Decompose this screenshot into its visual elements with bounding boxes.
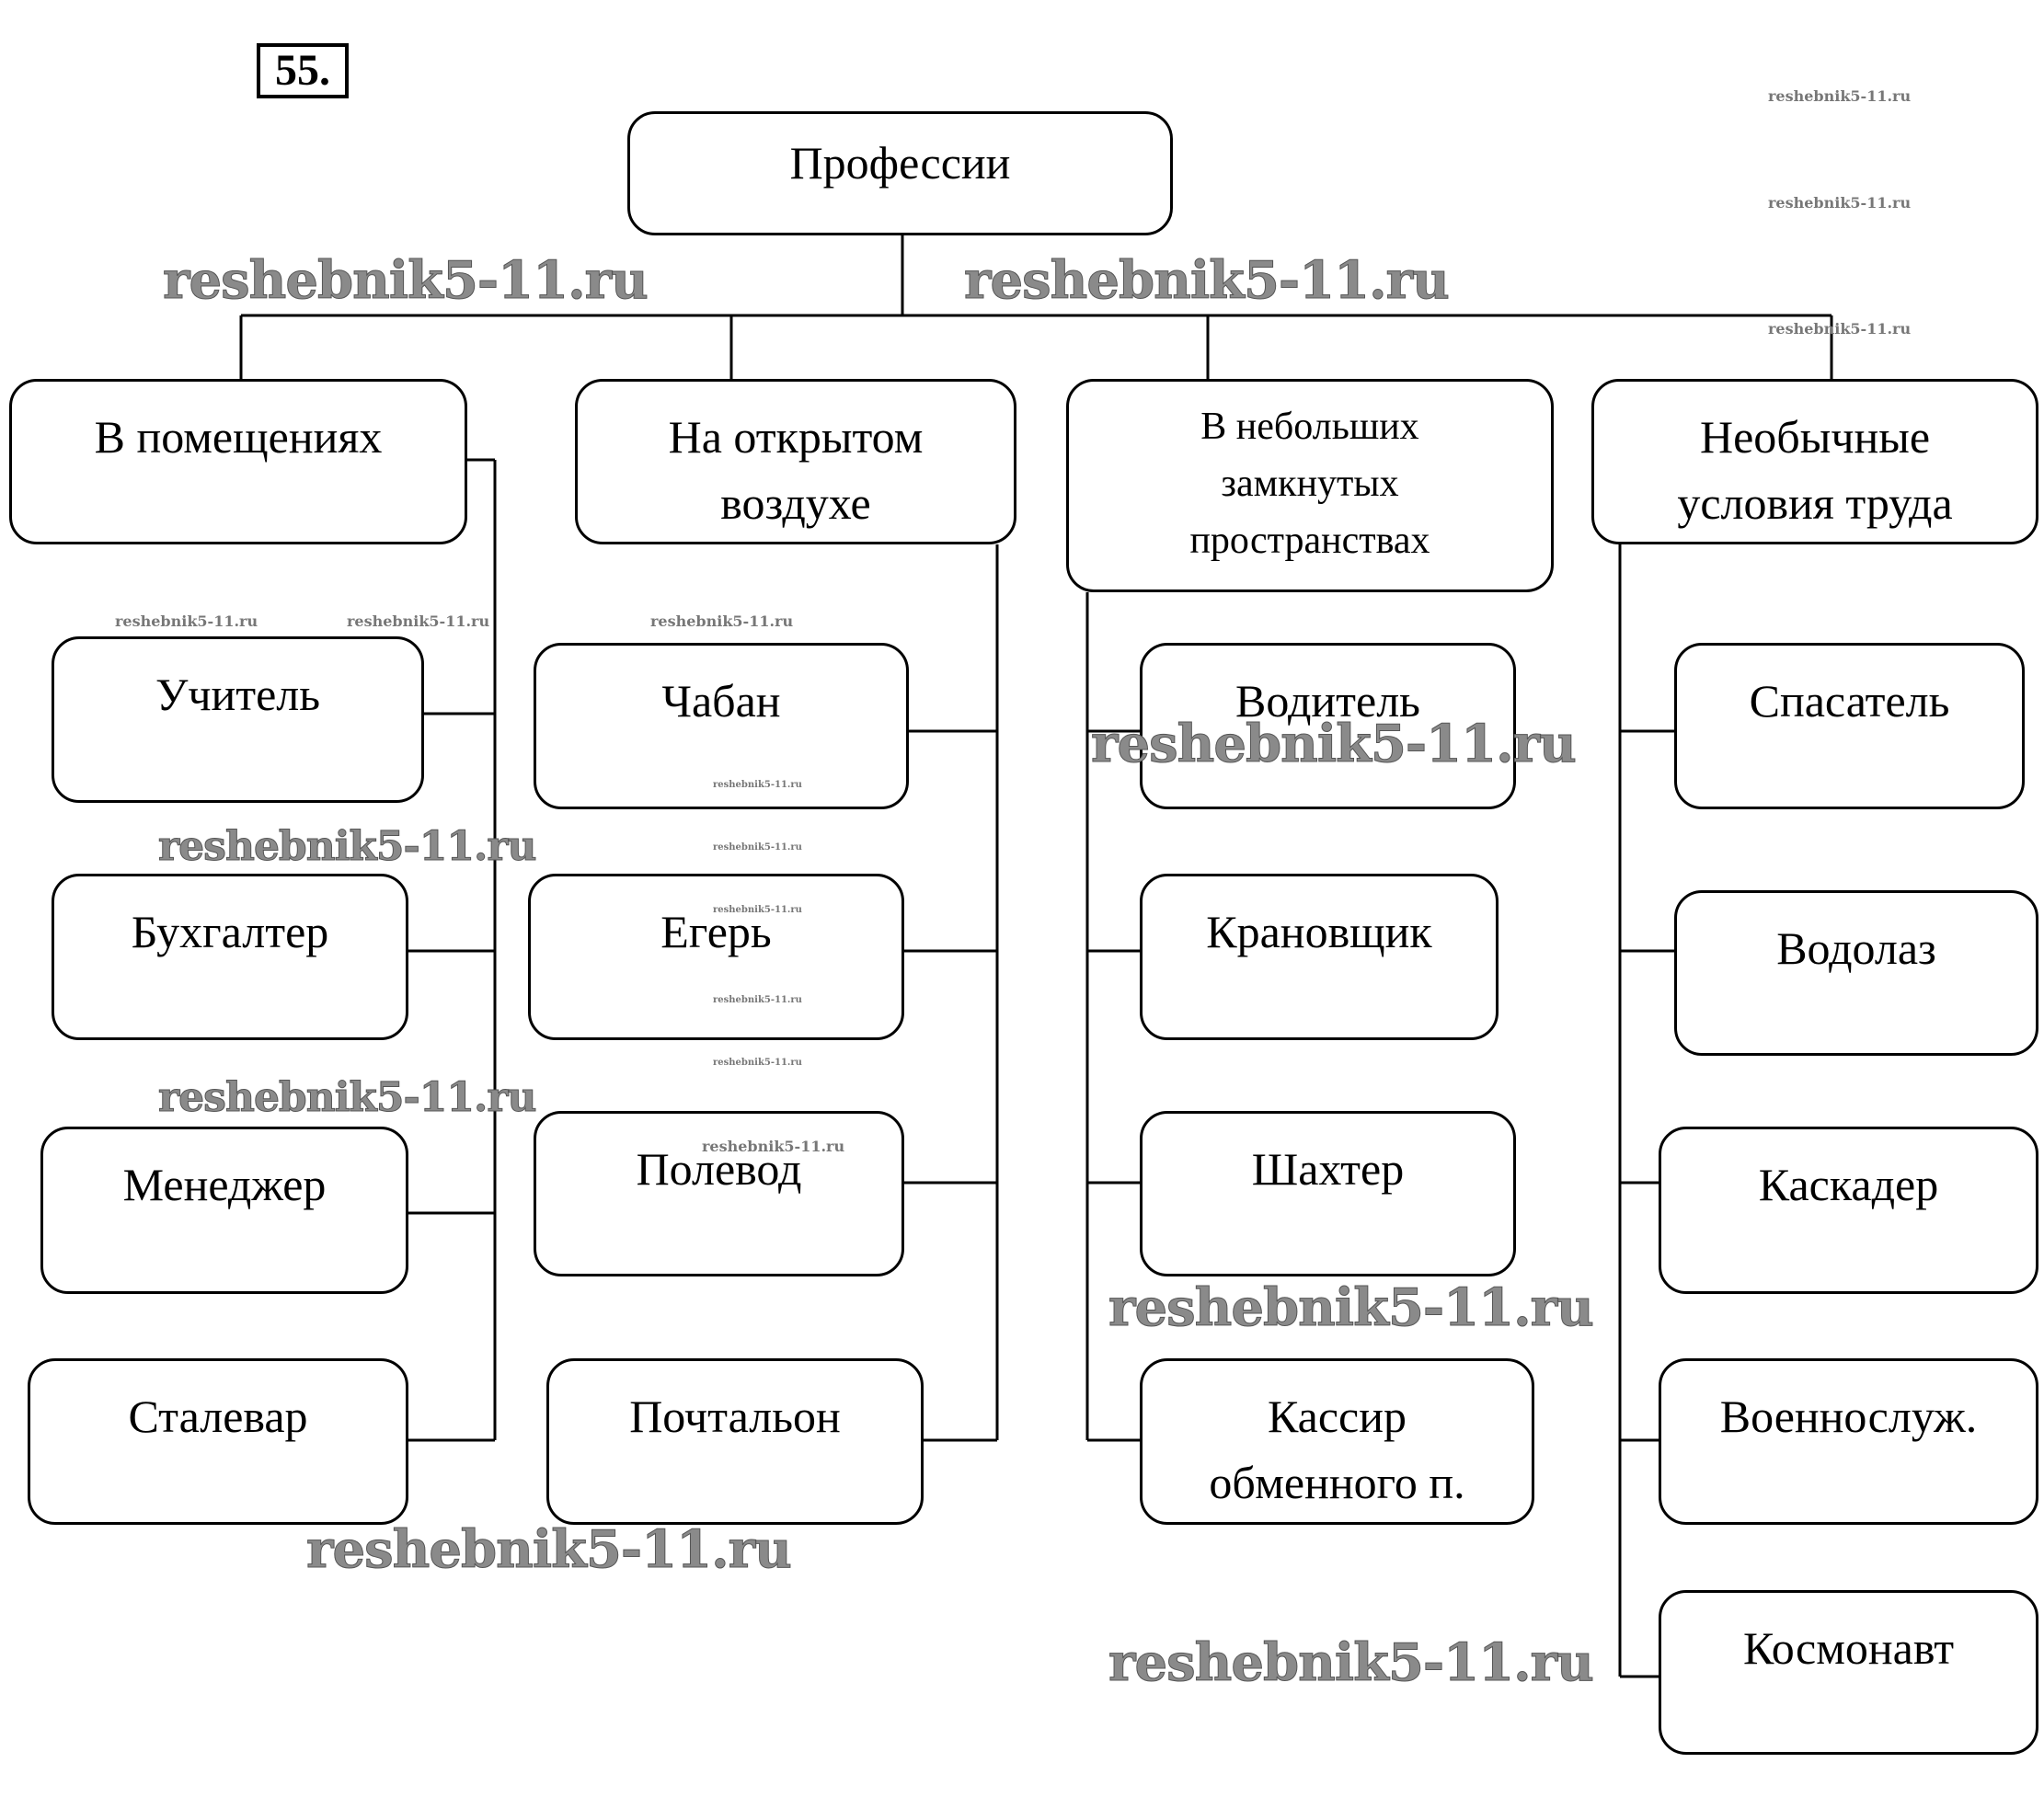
- profession-label: Крановщик: [1206, 906, 1432, 957]
- category-unusual-conditions: Необычные условия труда: [1591, 379, 2038, 544]
- category-outdoors: На открытом воздухе: [575, 379, 1016, 544]
- profession-item: Чабан: [534, 643, 909, 809]
- profession-label: Бухгалтер: [131, 906, 329, 957]
- profession-label: Шахтер: [1251, 1143, 1405, 1195]
- task-number: 55.: [257, 43, 349, 98]
- profession-label: Учитель: [155, 669, 321, 720]
- category-indoors: В помещениях: [9, 379, 467, 544]
- profession-label: Водитель: [1235, 675, 1420, 727]
- profession-item: Кассир обменного п.: [1140, 1358, 1534, 1525]
- watermark: reshebnik5-11.ru: [163, 250, 649, 312]
- profession-label: Каскадер: [1758, 1159, 1939, 1210]
- root-label: Профессии: [789, 137, 1011, 189]
- watermark: reshebnik5-11.ru: [964, 250, 1451, 312]
- watermark: reshebnik5-11.ru: [713, 995, 802, 1005]
- profession-item: Каскадер: [1659, 1127, 2038, 1294]
- profession-item: Водолаз: [1674, 890, 2038, 1056]
- profession-item: Военнослуж.: [1659, 1358, 2038, 1525]
- profession-item: Егерь: [528, 874, 904, 1040]
- profession-label: Сталевар: [128, 1391, 308, 1442]
- profession-item: Спасатель: [1674, 643, 2025, 809]
- profession-item: Космонавт: [1659, 1590, 2038, 1755]
- profession-item: Почтальон: [546, 1358, 924, 1525]
- profession-label: Чабан: [661, 675, 781, 727]
- watermark: reshebnik5-11.ru: [158, 1074, 537, 1122]
- profession-item: Бухгалтер: [52, 874, 408, 1040]
- profession-label: Полевод: [636, 1143, 802, 1195]
- category-label: В помещениях: [94, 411, 383, 463]
- watermark: reshebnik5-11.ru: [713, 1058, 802, 1068]
- watermark: reshebnik5-11.ru: [1108, 1277, 1595, 1339]
- profession-label: Менеджер: [122, 1159, 327, 1210]
- watermark: reshebnik5-11.ru: [115, 612, 258, 630]
- watermark: reshebnik5-11.ru: [306, 1519, 793, 1581]
- category-label: На открытом воздухе: [668, 411, 924, 529]
- profession-label: Водолаз: [1776, 922, 1936, 974]
- watermark: reshebnik5-11.ru: [702, 1138, 845, 1155]
- watermark: reshebnik5-11.ru: [713, 842, 802, 853]
- profession-item: Сталевар: [28, 1358, 408, 1525]
- watermark: reshebnik5-11.ru: [158, 823, 537, 871]
- profession-item: Полевод: [534, 1111, 904, 1276]
- category-confined-spaces: В небольших замкнутых пространствах: [1066, 379, 1554, 592]
- profession-label: Космонавт: [1742, 1622, 1955, 1674]
- watermark: reshebnik5-11.ru: [1091, 714, 1578, 775]
- watermark: reshebnik5-11.ru: [347, 612, 490, 630]
- watermark: reshebnik5-11.ru: [713, 905, 802, 915]
- profession-label: Кассир обменного п.: [1209, 1391, 1465, 1508]
- watermark: reshebnik5-11.ru: [1108, 1632, 1595, 1694]
- profession-item: Крановщик: [1140, 874, 1499, 1040]
- profession-item: Учитель: [52, 636, 424, 803]
- category-label: В небольших замкнутых пространствах: [1189, 406, 1430, 562]
- profession-item: Шахтер: [1140, 1111, 1516, 1276]
- watermark: reshebnik5-11.ru: [1768, 87, 1912, 105]
- profession-label: Спасатель: [1749, 675, 1950, 727]
- watermark: reshebnik5-11.ru: [713, 780, 802, 790]
- watermark: reshebnik5-11.ru: [650, 612, 794, 630]
- category-label: Необычные условия труда: [1677, 411, 1953, 529]
- profession-label: Егерь: [660, 906, 772, 957]
- profession-label: Военнослуж.: [1719, 1391, 1978, 1442]
- profession-item: Водитель: [1140, 643, 1516, 809]
- root-node: Профессии: [627, 111, 1173, 235]
- watermark: reshebnik5-11.ru: [1768, 320, 1912, 338]
- profession-item: Менеджер: [40, 1127, 408, 1294]
- watermark: reshebnik5-11.ru: [1768, 194, 1912, 212]
- profession-label: Почтальон: [629, 1391, 841, 1442]
